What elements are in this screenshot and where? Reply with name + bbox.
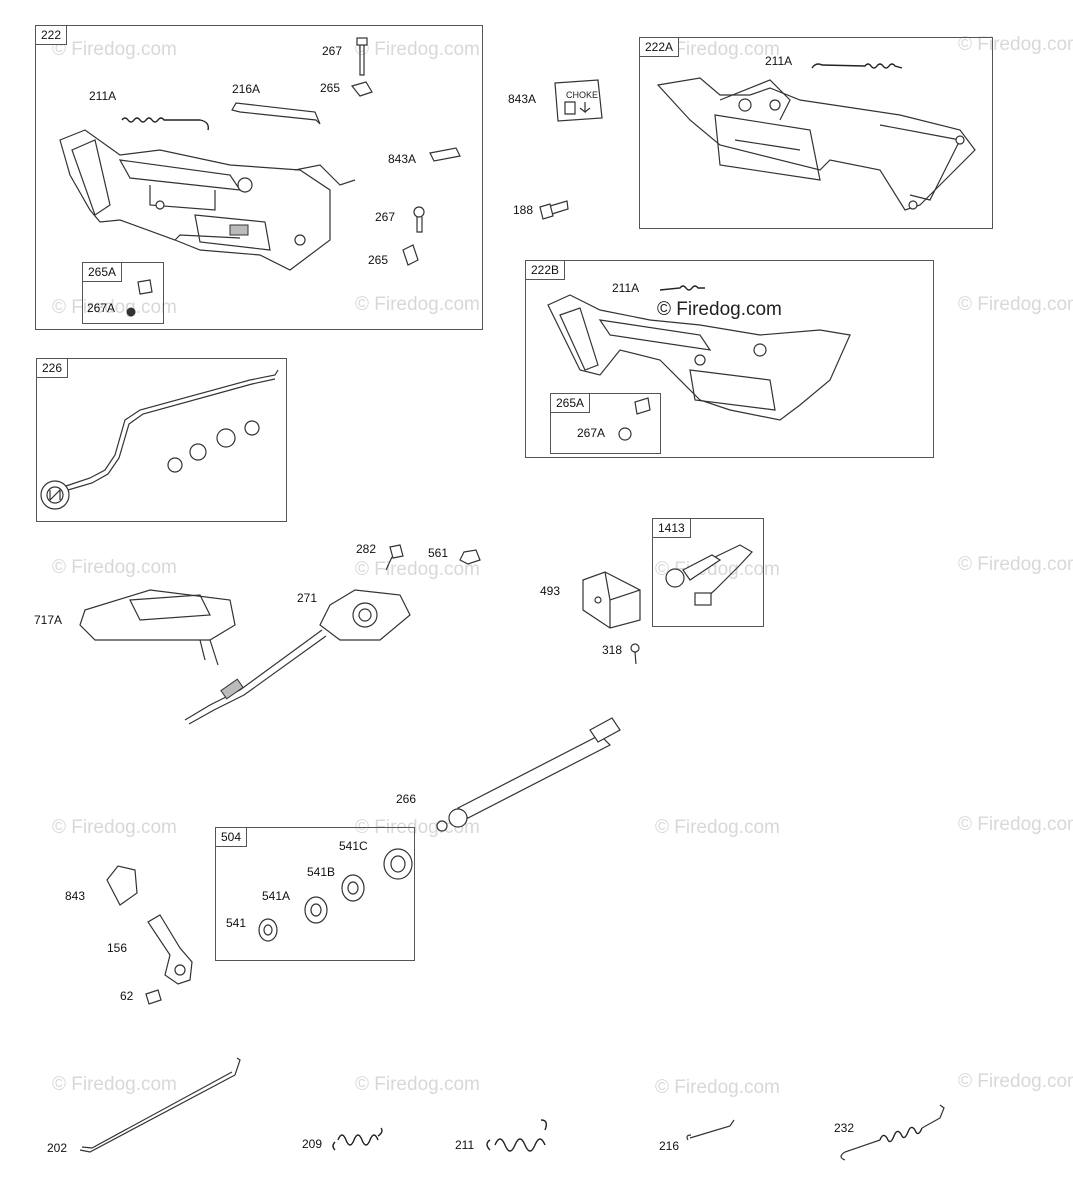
watermark: © Firedog.com — [52, 557, 177, 578]
part-label: 843A — [388, 152, 417, 166]
assembly-tag: 222A — [640, 38, 680, 57]
spring-209-drawing — [332, 1127, 383, 1151]
assembly-tag: 265A — [83, 263, 123, 282]
watermark-dark: © Firedog.com — [657, 299, 782, 320]
watermark: © Firedog.com — [355, 559, 480, 580]
governor-bracket-222A-drawing — [656, 63, 976, 211]
assembly-box-222A: 222A — [639, 37, 993, 229]
watermark: © Firedog.com — [52, 1074, 177, 1095]
watermark: © Firedog.com — [52, 817, 177, 838]
part-label: 541C — [339, 839, 368, 853]
link-216-drawing — [686, 1119, 735, 1141]
spring-232-drawing — [840, 1104, 945, 1161]
part-label: 216A — [232, 82, 261, 96]
lever-156-drawing — [106, 865, 193, 1005]
watermark: © Firedog.com — [52, 297, 177, 318]
assembly-tag: 222 — [36, 26, 68, 45]
part-label: 267A — [87, 301, 116, 315]
part-label: 541B — [307, 865, 336, 879]
part-label: 216 — [659, 1139, 680, 1153]
assembly-tag: 504 — [216, 828, 248, 847]
plate-717A-drawing — [79, 589, 236, 666]
part-label: 271 — [297, 591, 318, 605]
watermark: © Firedog.com — [958, 34, 1073, 55]
choke-decal-843A-drawing: CHOKE — [554, 79, 603, 122]
part-label: 267 — [375, 210, 396, 224]
watermark: © Firedog.com — [958, 294, 1073, 315]
part-label: 188 — [513, 203, 534, 217]
assembly-box-222: 222 — [35, 25, 483, 330]
part-label: 267 — [322, 44, 343, 58]
part-label: 282 — [356, 542, 377, 556]
part-label: 843A — [508, 92, 537, 106]
part-label: 717A — [34, 613, 63, 627]
part-label: 267A — [577, 426, 606, 440]
link-202-drawing — [79, 1057, 241, 1153]
part-label: 561 — [428, 546, 449, 560]
part-label: 211A — [612, 281, 640, 295]
part-label: 211A — [89, 89, 117, 103]
choke-control-226-drawing — [40, 369, 279, 510]
assembly-tag: 222B — [526, 261, 566, 280]
watermark: © Firedog.com — [355, 1074, 480, 1095]
part-label: 493 — [540, 584, 561, 598]
watermark: © Firedog.com — [655, 817, 780, 838]
part-label: 232 — [834, 1121, 855, 1135]
watermark: © Firedog.com — [958, 554, 1073, 575]
watermark: © Firedog.com — [958, 814, 1073, 835]
spring-211-drawing — [486, 1119, 548, 1152]
assembly-box-226: 226 — [36, 358, 287, 522]
part-label: 541 — [226, 916, 247, 930]
watermark: © Firedog.com — [355, 817, 480, 838]
part-label: 211 — [455, 1138, 475, 1152]
part-label: 209 — [302, 1137, 323, 1151]
part-label: 265 — [368, 253, 389, 267]
bolt-188-drawing — [539, 200, 569, 220]
watermark: © Firedog.com — [355, 294, 480, 315]
part-label: 266 — [396, 792, 417, 806]
watermark: © Firedog.com — [655, 39, 780, 60]
assembly-box-265A: 265A — [82, 262, 164, 324]
assembly-tag: 226 — [37, 359, 69, 378]
bracket-493-drawing — [582, 571, 641, 665]
governor-bracket-222B-drawing — [547, 285, 851, 441]
assembly-tag: 265A — [551, 394, 591, 413]
part-label: 265 — [320, 81, 341, 95]
assembly-box-504: 504 — [215, 827, 415, 961]
assembly-box-265A-b: 265A — [550, 393, 661, 454]
assembly-box-222B: 222B — [525, 260, 934, 458]
governor-bracket-222-drawing — [59, 37, 461, 317]
assembly-box-1413: 1413 — [652, 518, 764, 627]
part-label: 156 — [107, 941, 128, 955]
assembly-tag: 1413 — [653, 519, 691, 538]
part-label: 62 — [120, 989, 134, 1003]
choke-decal-text: CHOKE — [566, 90, 598, 100]
throttle-cable-271-drawing — [184, 589, 411, 725]
part-label: 202 — [47, 1141, 68, 1155]
watermark: © Firedog.com — [655, 1077, 780, 1098]
watermark: © Firedog.com — [52, 39, 177, 60]
shaft-266-drawing — [436, 717, 621, 832]
part-label: 541A — [262, 889, 291, 903]
part-label: 318 — [602, 643, 623, 657]
part-label: 843 — [65, 889, 86, 903]
part-label: 211A — [765, 54, 793, 68]
watermark: © Firedog.com — [958, 1071, 1073, 1092]
watermark: © Firedog.com — [355, 39, 480, 60]
washer-kit-504-drawing — [258, 848, 413, 942]
switch-1413-drawing — [665, 544, 753, 606]
fasteners-282-561-drawing — [385, 544, 481, 571]
